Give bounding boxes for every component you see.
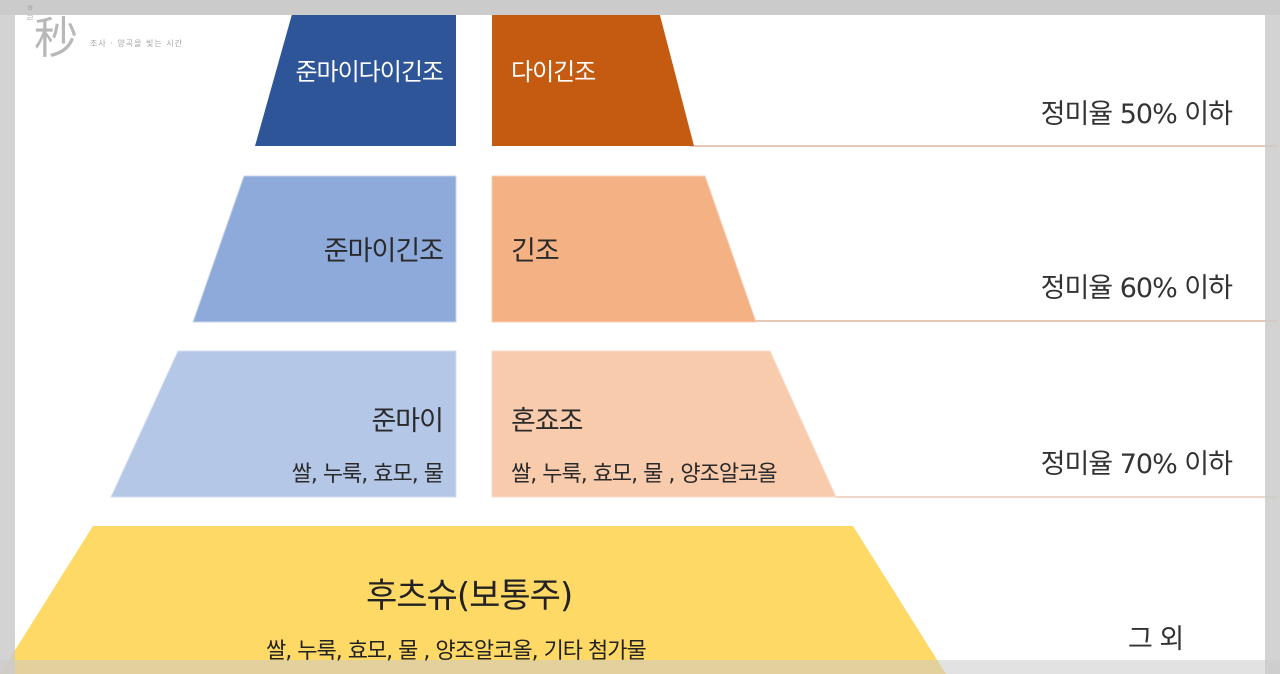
logo-tagline: 조사 · 양곡을 빚는 시간 [90,39,183,48]
tier4-ratio: 그 외 [1128,624,1184,655]
tier2-left-shape [192,175,457,323]
tier3-right-ingredients: 쌀, 누룩, 효모, 물 , 양조알코올 [511,462,778,487]
tier1-left-label: 준마이다이긴조 [295,58,444,86]
tier1-left-shape [255,0,456,146]
tier3-ratio: 정미율 70% 이하 [1040,449,1233,480]
tier3-left-ingredients: 쌀, 누룩, 효모, 물 [291,462,444,487]
tier1-ratio: 정미율 50% 이하 [1040,99,1233,130]
tier2-right-label: 긴조 [511,236,560,267]
tier1-right-shape [492,0,694,146]
logo-side-text: ㅎㄹ [26,4,35,24]
tier3-left-shape [110,350,457,498]
frame-left [0,0,15,674]
tier2-right-shape [491,175,757,323]
tier2-left-label: 준마이긴조 [323,236,444,267]
frame-top [0,0,1280,15]
tier3-left-label: 준마이 [371,406,444,437]
tier4-ingredients: 쌀, 누룩, 효모, 물 , 양조알코올, 기타 첨가물 [266,639,647,664]
tier1-right-label: 다이긴조 [511,58,596,86]
frame-right [1265,0,1280,674]
tier3-right-label: 혼죠조 [511,406,584,437]
tier4-shape [0,526,946,674]
tier3-right-shape [491,350,837,498]
frame-bottom [0,660,1280,674]
tier4-title: 후츠슈(보통주) [366,576,573,616]
logo-mark: 秒 [34,13,78,64]
tier2-ratio: 정미율 60% 이하 [1040,273,1233,304]
